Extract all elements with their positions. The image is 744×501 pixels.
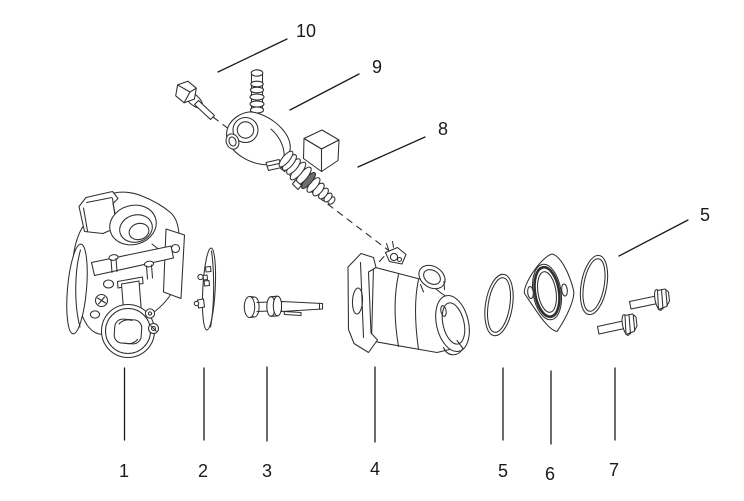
leader-line-8 (357, 136, 426, 168)
callout-label-6: 6 (545, 464, 555, 484)
part-9-fuel-inlet-joint-drawing (225, 69, 291, 172)
callout-label-7: 7 (609, 460, 619, 480)
part-6-adapter-flange-drawing (523, 253, 575, 333)
callout-label-5: 5 (498, 461, 508, 481)
leader-line-9 (289, 73, 360, 111)
part-7-bolts-drawing (596, 288, 671, 336)
callout-leader-lines (123, 38, 689, 445)
part-5-o-ring-right-drawing (579, 254, 609, 316)
callout-label-10: 10 (296, 21, 316, 41)
callout-labels: 10 9 8 5 1 2 3 4 5 6 7 (119, 21, 710, 484)
callout-label-5-top: 5 (700, 205, 710, 225)
part-5-o-ring-left-drawing (484, 273, 514, 337)
part-10-flange-bolt-drawing (175, 80, 216, 121)
callout-label-4: 4 (370, 459, 380, 479)
part-8-fuel-injector-drawing (278, 129, 340, 205)
callout-label-2: 2 (198, 461, 208, 481)
part-3-screw-drawing (243, 295, 324, 319)
part-2-throttle-plate-drawing (193, 247, 217, 331)
parts-group (66, 69, 671, 359)
callout-label-8: 8 (438, 119, 448, 139)
callout-label-1: 1 (119, 461, 129, 481)
callout-label-9: 9 (372, 57, 382, 77)
part-1-throttle-body-drawing (66, 190, 186, 359)
leader-line-5-top (618, 219, 689, 257)
part-4-intake-joint-drawing (347, 240, 470, 356)
callout-label-3: 3 (262, 461, 272, 481)
leader-line-10 (217, 38, 288, 73)
